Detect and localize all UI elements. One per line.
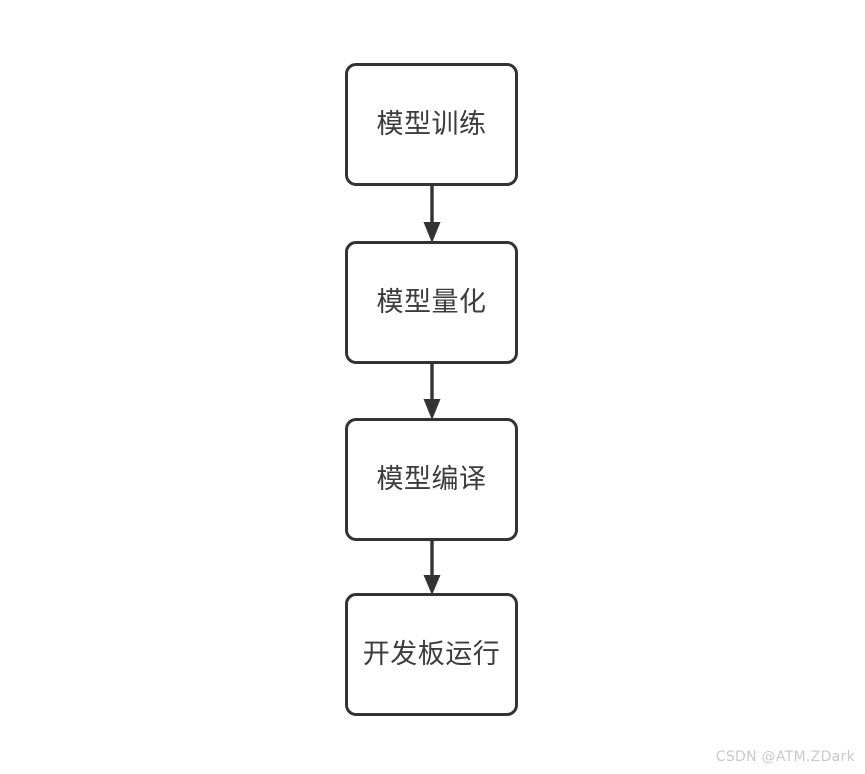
flow-node-comp[interactable]: 模型编译 bbox=[345, 418, 518, 541]
flow-arrow-quant-to-comp bbox=[408, 361, 456, 421]
flow-node-label-train: 模型训练 bbox=[376, 109, 487, 140]
flow-node-train[interactable]: 模型训练 bbox=[345, 63, 518, 186]
flow-arrow-comp-to-deploy bbox=[408, 539, 456, 596]
flow-node-label-quant: 模型量化 bbox=[376, 287, 487, 318]
flow-node-label-comp: 模型编译 bbox=[376, 464, 487, 495]
flow-node-label-deploy: 开发板运行 bbox=[362, 639, 501, 670]
flow-node-quant[interactable]: 模型量化 bbox=[345, 241, 518, 364]
flow-node-deploy[interactable]: 开发板运行 bbox=[345, 593, 518, 716]
flow-arrow-train-to-quant bbox=[408, 184, 456, 244]
watermark-text: CSDN @ATM.ZDark bbox=[715, 749, 855, 765]
